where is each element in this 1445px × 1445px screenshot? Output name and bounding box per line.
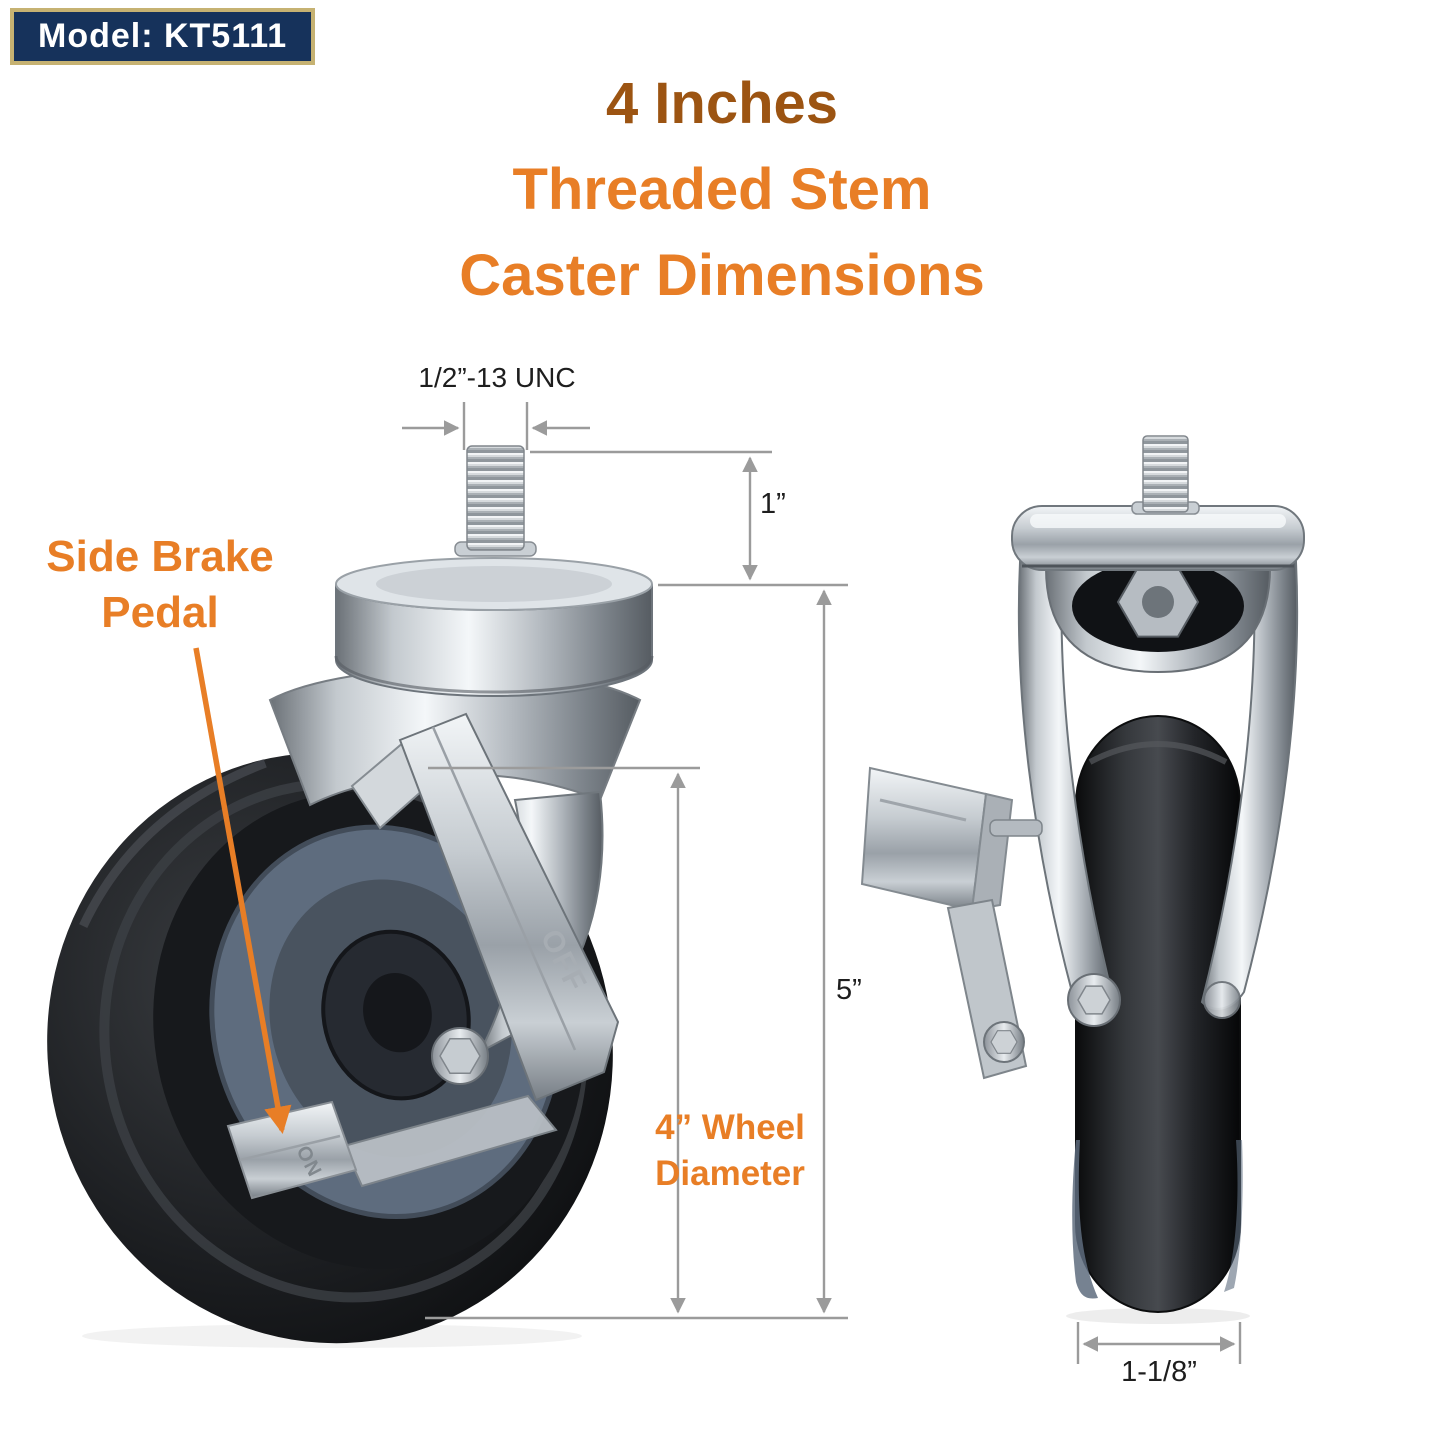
side-brake-label-line1: Side Brake	[46, 532, 274, 581]
dimension-thread-spec	[402, 402, 590, 450]
left-caster-three-quarter-view: OFF ON	[47, 445, 654, 1344]
left-caster-threaded-stem	[454, 445, 537, 557]
right-caster-front-view	[860, 435, 1305, 1313]
thread-spec-label: 1/2”-13 UNC	[418, 362, 576, 393]
right-caster-bearing-housing	[1044, 560, 1272, 674]
right-caster-axle-bolt	[1067, 973, 1241, 1027]
side-brake-label-line2: Pedal	[101, 588, 219, 637]
dimension-overall-height	[425, 583, 848, 1320]
wheel-diameter-label-line2: Diameter	[655, 1154, 805, 1193]
wheel-diameter-label-line1: 4” Wheel	[655, 1108, 805, 1147]
left-caster-swivel-housing	[334, 557, 654, 697]
title-line-2: Threaded Stem	[512, 157, 932, 222]
right-caster-brake-pedal	[860, 766, 1043, 1080]
title-line-3: Caster Dimensions	[459, 243, 985, 308]
dimension-stem-height	[530, 450, 772, 581]
left-caster-axle-nut	[431, 1027, 489, 1085]
dimension-wheel-width	[1076, 1322, 1242, 1364]
right-caster-top-cap	[1011, 505, 1305, 571]
left-caster-brake-pedal-on: ON	[226, 1100, 358, 1200]
stem-height-label: 1”	[760, 488, 786, 520]
dimension-wheel-diameter	[428, 766, 700, 1314]
model-badge: Model: KT5111	[10, 8, 316, 65]
wheel-width-label: 1-1/8”	[1121, 1356, 1197, 1388]
overall-height-label: 5”	[836, 974, 862, 1006]
title-line-1: 4 Inches	[605, 71, 839, 136]
left-caster-brake-lever: OFF	[342, 712, 620, 1188]
right-caster-shadow	[1066, 1308, 1250, 1324]
right-caster-threaded-stem	[1131, 435, 1200, 515]
side-brake-callout-arrow	[193, 647, 292, 1135]
